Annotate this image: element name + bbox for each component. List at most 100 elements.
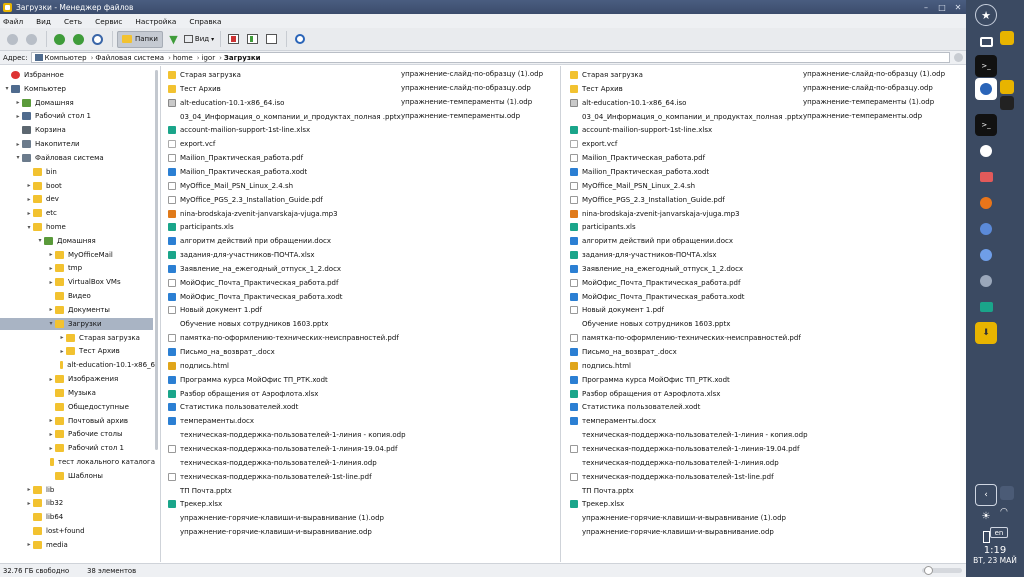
file-item[interactable]: Mailion_Практическая_работа.pdf xyxy=(570,152,705,164)
tree-item[interactable]: ▸tmp xyxy=(0,262,155,274)
expand-arrow-icon[interactable]: ▸ xyxy=(16,112,20,120)
tree-item[interactable]: ▸MyOfficeMail xyxy=(0,249,155,261)
tree-item[interactable]: ▸dev xyxy=(0,193,155,205)
clock[interactable]: 1:19 ВТ, 23 МАЙ xyxy=(973,545,1017,565)
menu-file[interactable]: Файл xyxy=(3,16,24,26)
file-item[interactable]: Новый документ 1.pdf xyxy=(168,304,262,316)
file-item[interactable]: MyOffice_PGS_2.3_Installation_Guide.pdf xyxy=(168,194,323,206)
crumb-downloads[interactable]: Загрузки xyxy=(223,53,261,62)
crumb-home[interactable]: home xyxy=(172,53,193,62)
file-item[interactable]: техническая-поддержка-пользователей-1-ли… xyxy=(168,457,377,469)
tree-item[interactable]: Видео xyxy=(0,290,155,302)
tree-item[interactable]: ▸Рабочий стол 1 xyxy=(0,110,155,122)
tree-item[interactable]: ▸etc xyxy=(0,207,155,219)
tree-item[interactable]: Избранное xyxy=(0,69,155,81)
file-item[interactable]: Mailion_Практическая_работа.xodt xyxy=(570,166,709,178)
file-item[interactable]: ТП Почта.pptx xyxy=(168,485,232,497)
expand-arrow-icon[interactable]: ▸ xyxy=(49,444,53,452)
file-item[interactable]: Mailion_Практическая_работа.pdf xyxy=(168,152,303,164)
chromium-icon[interactable] xyxy=(975,218,997,240)
view-menu-button[interactable]: Вид ▾ xyxy=(183,31,214,48)
file-item[interactable]: Старая загрузка xyxy=(570,69,643,81)
expand-arrow-icon[interactable]: ▸ xyxy=(60,334,64,342)
tree-item[interactable]: lost+found xyxy=(0,525,155,537)
crumb-computer[interactable]: Компьютер xyxy=(44,53,87,62)
file-item[interactable]: Статистика пользователей.xodt xyxy=(570,401,700,413)
terminal-icon[interactable]: >_ xyxy=(975,55,997,77)
file-item[interactable]: Тест Архив xyxy=(570,83,623,95)
file-item[interactable]: Новый документ 1.pdf xyxy=(570,304,664,316)
brightness-icon[interactable]: ☀ xyxy=(981,510,991,522)
file-item[interactable]: participants.xls xyxy=(570,221,636,233)
file-item[interactable]: упражнение-горячие-клавиши-и-выравнивани… xyxy=(168,526,372,538)
tree-item[interactable]: ▸Домашняя xyxy=(0,97,155,109)
tree-item[interactable]: alt-education-10.1-x86_6 xyxy=(0,359,155,371)
files-icon[interactable] xyxy=(1000,31,1014,45)
expand-arrow-icon[interactable]: ▸ xyxy=(27,499,31,507)
filter-icon[interactable]: ▼ xyxy=(169,32,178,46)
file-item[interactable]: памятка-по-оформлению-технических-неиспр… xyxy=(168,332,399,344)
menu-view[interactable]: Вид xyxy=(36,16,51,26)
file-item[interactable]: упражнение-горячие-клавиши-и-выравнивани… xyxy=(570,526,774,538)
expand-arrow-icon[interactable]: ▾ xyxy=(38,237,42,245)
file-item[interactable]: account-mailion-support-1st-line.xlsx xyxy=(570,124,712,136)
tools-icon[interactable] xyxy=(975,270,997,292)
tree-item[interactable]: ▸Тест Архив xyxy=(0,345,155,357)
tree-item[interactable]: ▸lib xyxy=(0,484,155,496)
expand-arrow-icon[interactable]: ▸ xyxy=(27,195,31,203)
file-item[interactable]: 03_04_Информация_о_компании_и_продуктах_… xyxy=(168,111,401,123)
file-item[interactable]: Заявление_на_ежегодный_отпуск_1_2.docx xyxy=(570,263,743,275)
file-item[interactable]: техническая-поддержка-пользователей-1-ли… xyxy=(570,443,799,455)
file-item[interactable]: MyOffice_Mail_PSN_Linux_2.4.sh xyxy=(168,180,293,192)
file-item[interactable]: nina-brodskaja-zvenit-janvarskaja-vjuga.… xyxy=(168,208,338,220)
tree-item[interactable]: ▸boot xyxy=(0,180,155,192)
expand-arrow-icon[interactable]: ▸ xyxy=(49,417,53,424)
file-item[interactable]: темпераменты.docx xyxy=(168,415,254,427)
expand-arrow-icon[interactable]: ▾ xyxy=(16,154,20,162)
yandex-icon[interactable] xyxy=(975,140,997,162)
file-item[interactable]: упражнение-горячие-клавиши-и-выравнивани… xyxy=(570,512,786,524)
tree-item[interactable]: ▾Файловая система xyxy=(0,152,155,164)
file-item[interactable]: упражнение-темпераменты (1).odp xyxy=(803,97,935,106)
file-item[interactable]: export.vcf xyxy=(570,138,617,150)
presentation-icon[interactable] xyxy=(975,166,997,188)
file-item[interactable]: MyOffice_Mail_PSN_Linux_2.4.sh xyxy=(570,180,695,192)
tree-item[interactable]: ▸Изображения xyxy=(0,373,155,385)
search-icon[interactable] xyxy=(291,31,308,48)
file-item[interactable]: Трекер.xlsx xyxy=(570,498,624,510)
expand-arrow-icon[interactable]: ▾ xyxy=(49,320,53,328)
tree-item[interactable]: ▾Компьютер xyxy=(0,83,155,95)
file-item[interactable]: упражнение-слайд-по-образцу (1).odp xyxy=(803,70,946,78)
expand-arrow-icon[interactable]: ▸ xyxy=(49,375,53,383)
tree-item[interactable]: ▾home xyxy=(0,221,155,233)
file-item[interactable]: Разбор обращения от Аэрофлота.xlsx xyxy=(570,388,720,400)
folders-toggle-button[interactable]: Папки xyxy=(117,30,163,48)
file-item[interactable]: алгоритм действий при обращении.docx xyxy=(570,235,733,247)
chat-icon[interactable] xyxy=(975,296,997,318)
file-item[interactable]: задания-для-участников-ПОЧТА.xlsx xyxy=(168,249,315,261)
expand-arrow-icon[interactable]: ▸ xyxy=(49,251,53,259)
minimize-button[interactable]: – xyxy=(924,2,928,12)
file-item[interactable]: export.vcf xyxy=(168,138,215,150)
tree-item[interactable]: Музыка xyxy=(0,387,155,399)
expand-arrow-icon[interactable]: ▾ xyxy=(5,85,9,93)
delete-icon[interactable] xyxy=(225,31,242,48)
tree-item[interactable]: ▸Старая загрузка xyxy=(0,332,155,344)
zoom-slider[interactable] xyxy=(922,566,962,575)
file-item[interactable]: МойОфис_Почта_Практическая_работа.xodt xyxy=(570,291,745,303)
file-item[interactable]: МойОфис_Почта_Практическая_работа.xodt xyxy=(168,291,343,303)
file-item[interactable]: Тест Архив xyxy=(168,83,221,95)
file-item[interactable]: подпись.html xyxy=(570,360,631,372)
file-item[interactable]: памятка-по-оформлению-технических-неиспр… xyxy=(570,332,801,344)
file-item[interactable]: техническая-поддержка-пользователей-1-ли… xyxy=(168,429,406,441)
refresh-icon[interactable] xyxy=(89,31,106,48)
file-item[interactable]: Трекер.xlsx xyxy=(168,498,222,510)
expand-arrow-icon[interactable]: ▸ xyxy=(27,209,31,217)
expand-arrow-icon[interactable]: ▸ xyxy=(60,347,64,355)
file-item[interactable]: темпераменты.docx xyxy=(570,415,656,427)
file-item[interactable]: упражнение-темпераменты.odp xyxy=(803,111,923,120)
download-icon[interactable]: ⬇ xyxy=(975,322,997,344)
tree-item[interactable]: Корзина xyxy=(0,124,155,136)
tree-item[interactable]: тест локального каталога xyxy=(0,456,155,468)
wifi-icon[interactable]: ◠ xyxy=(1000,507,1008,517)
